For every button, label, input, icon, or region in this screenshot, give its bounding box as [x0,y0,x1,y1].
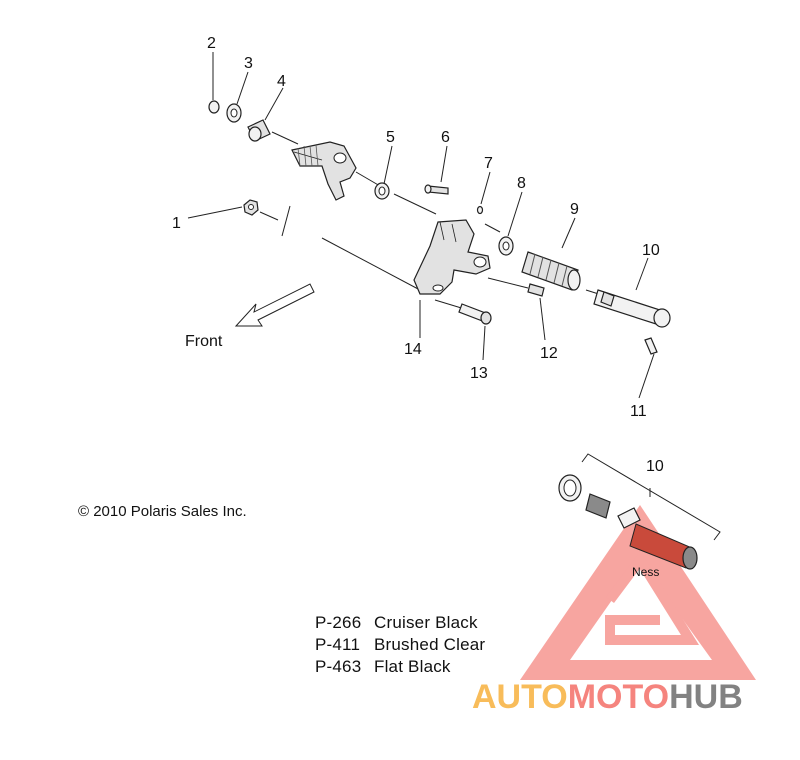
inset-brand-label: Ness [632,565,659,579]
callout-labels: 1 2 3 4 5 6 7 8 9 10 11 12 13 14 10 [172,35,664,475]
nut [243,199,259,216]
watermark-part-moto: MOTO [568,678,669,716]
washer [226,103,242,123]
clevis-pin [644,337,658,355]
callout-4: 4 [277,73,286,90]
callout-12: 12 [540,345,558,362]
callout-2: 2 [207,35,216,52]
watermark-part-auto: AUTO [472,678,568,716]
variant-name-2: Brushed Clear [374,635,485,654]
circlip [208,100,220,114]
shift-bracket [413,219,491,295]
leader-lines [187,52,655,399]
o-ring [374,182,390,200]
callout-1: 1 [172,215,181,232]
variant-name-3: Flat Black [374,657,451,676]
watermark-logo [520,505,756,680]
callout-10: 10 [642,242,660,259]
callout-11: 11 [630,403,647,420]
flat-washer [498,236,514,256]
cotter-pin [476,205,484,215]
variant-code-1: P-266 [315,613,361,632]
variant-list: P-266 Cruiser Black P-411 Brushed Clear … [315,613,485,676]
callout-3: 3 [244,55,253,72]
callout-9: 9 [570,201,579,218]
inset-peg-body [617,507,698,570]
set-screw [527,283,545,297]
bushing [247,119,271,142]
pivot-pin [424,184,449,195]
callout-6: 6 [441,129,450,146]
callout-7: 7 [484,155,493,172]
inset-callout-10: 10 [646,458,664,475]
watermark-part-hub: HUB [669,678,743,716]
foot-peg [593,289,671,328]
inset-spring [585,493,611,519]
bolt [458,303,492,325]
shift-lever-arm [291,141,357,201]
callout-5: 5 [386,129,395,146]
callout-14: 14 [404,341,422,358]
variant-name-1: Cruiser Black [374,613,478,632]
front-direction-arrow [234,283,315,327]
variant-code-2: P-411 [315,635,360,654]
copyright-notice: © 2010 Polaris Sales Inc. [78,503,247,520]
watermark-text: AUTOMOTOHUB [472,678,743,716]
variant-code-3: P-463 [315,657,361,676]
callout-13: 13 [470,365,488,382]
inset-peg-assembly [558,453,721,570]
foot-peg-grip [521,251,581,291]
front-label: Front [185,333,223,350]
inset-cap [558,474,582,502]
callout-8: 8 [517,175,526,192]
